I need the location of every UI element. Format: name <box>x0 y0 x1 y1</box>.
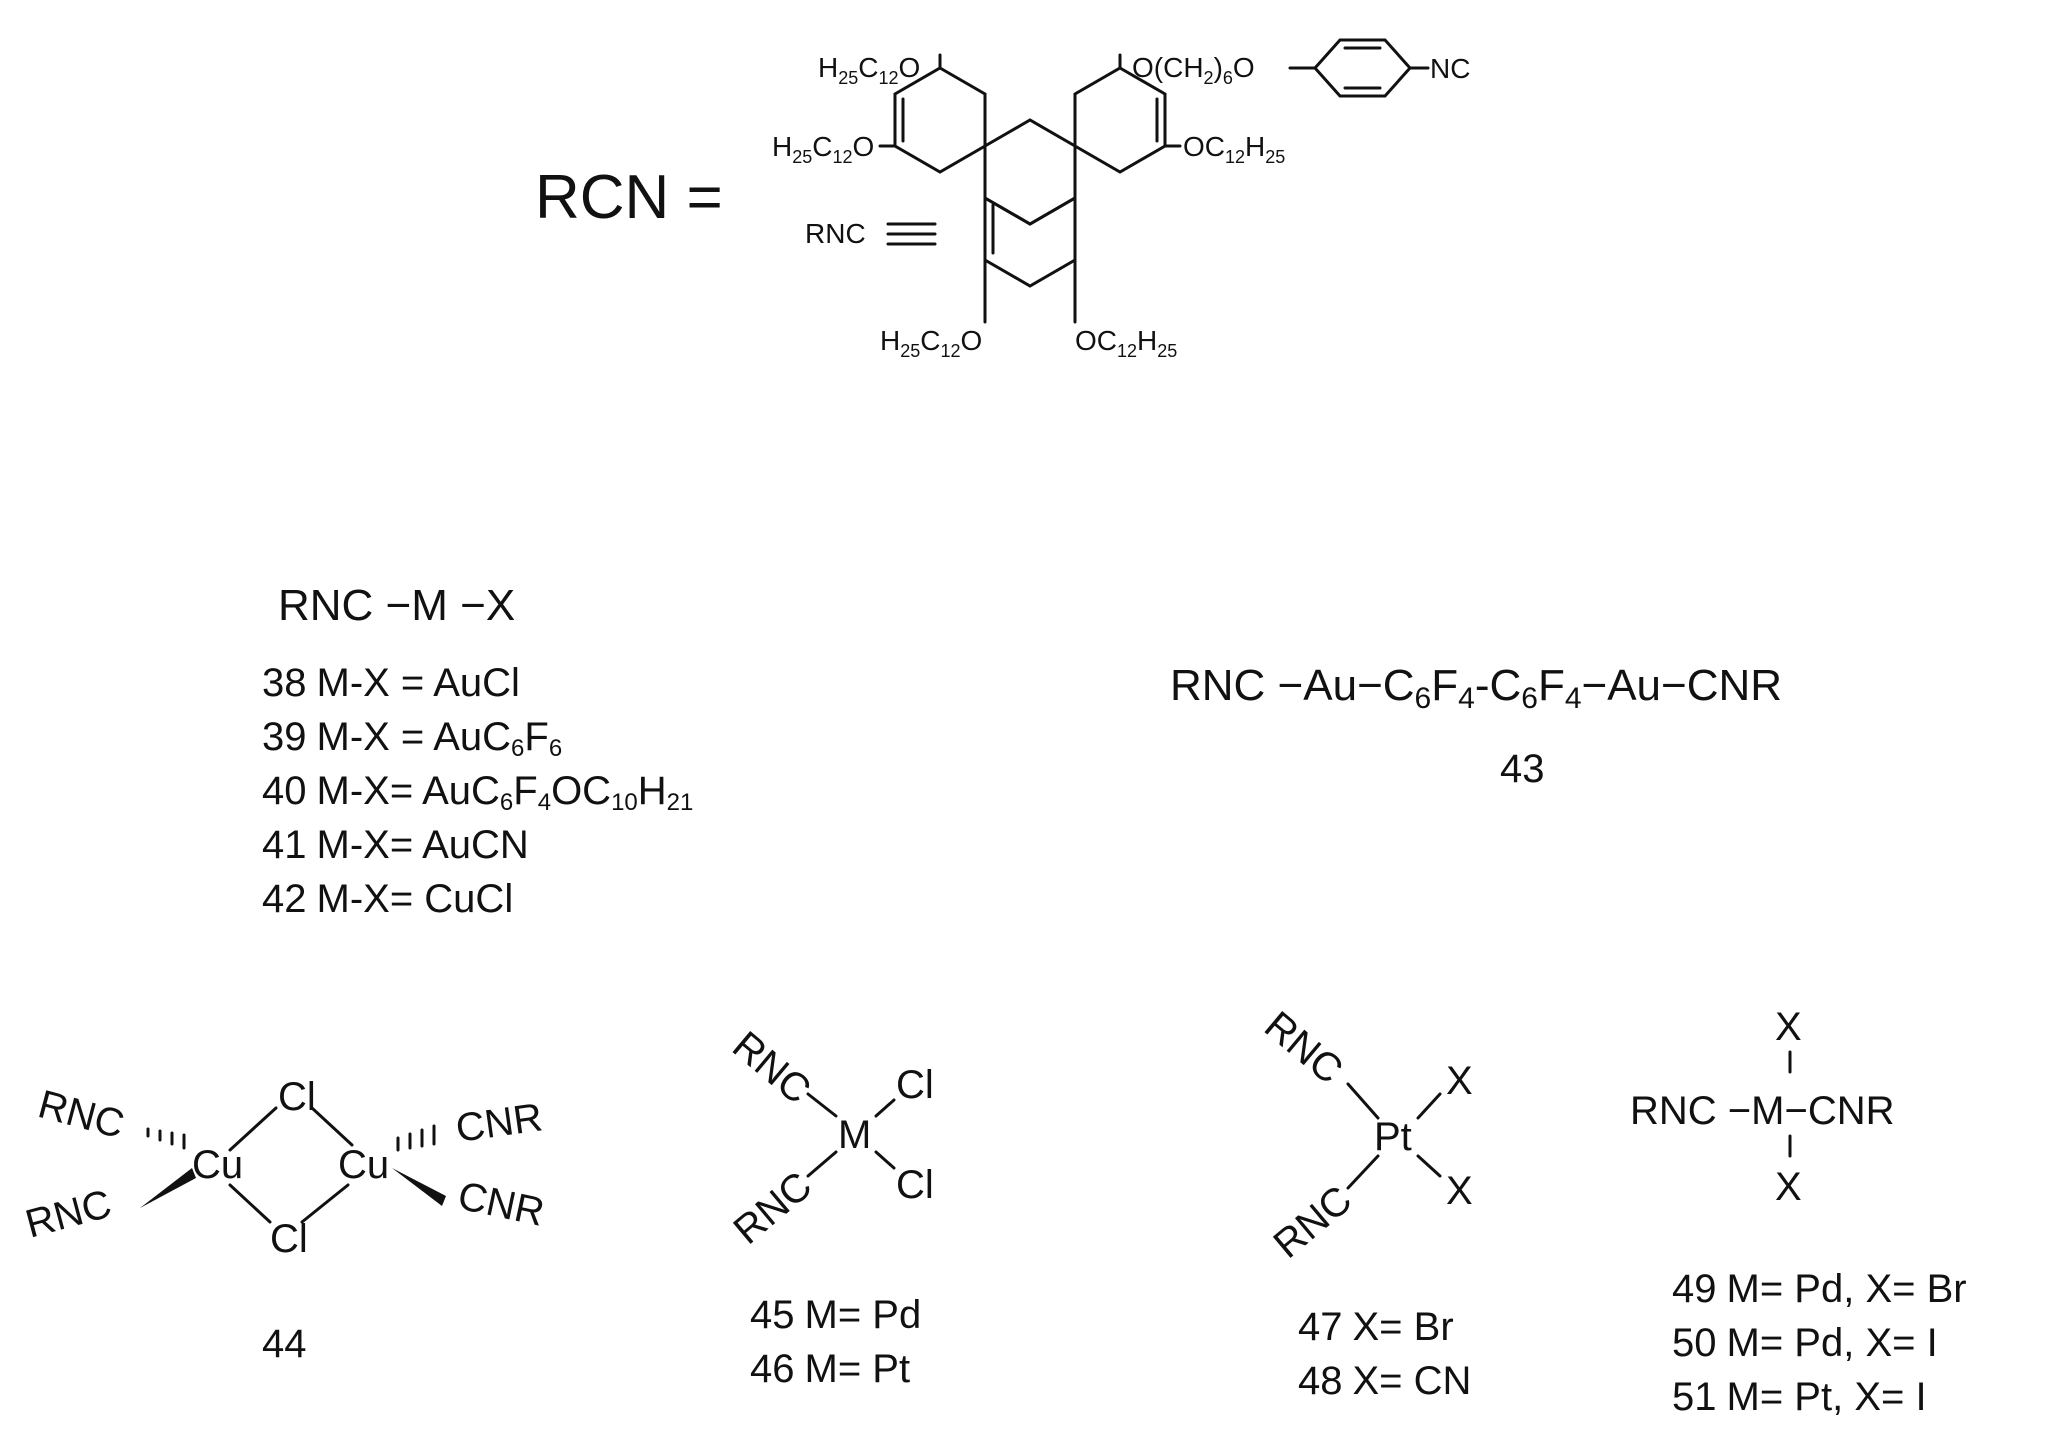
sub-oc12h25-1: OC12H25 <box>1183 131 1285 167</box>
cl-top-45: Cl <box>896 1063 934 1107</box>
hashed-bond-right <box>396 1124 436 1152</box>
metal-45: M <box>838 1113 871 1157</box>
bond-pt-rnc-top <box>1346 1082 1380 1120</box>
triple-equals-symbol <box>886 222 937 246</box>
cnr-top-44: CNR <box>453 1095 545 1151</box>
rnc-top-45: RNC <box>724 1023 819 1112</box>
cl-bottom-45: Cl <box>896 1163 934 1207</box>
bond-cu-cl-3 <box>228 1183 272 1224</box>
phenyl-ring <box>1312 38 1413 98</box>
ring-c <box>983 195 1077 288</box>
rnc-top-44: RNC <box>34 1082 129 1147</box>
bond-cu-cl-4 <box>300 1183 350 1224</box>
x-bottom-47: X <box>1446 1169 1473 1213</box>
rcn-definition: RCN = H25C12O H25C12O <box>535 38 1470 361</box>
formula-49: RNC −M−CNR <box>1630 1089 1894 1133</box>
ring-a <box>893 66 987 174</box>
compound-44: RNC RNC Cu Cu Cl Cl CNR CNR 44 <box>21 1075 548 1366</box>
x-top-49: X <box>1775 1005 1802 1049</box>
x-top-47: X <box>1446 1059 1473 1103</box>
cl-bottom-44: Cl <box>270 1217 308 1261</box>
bond-cu-cl-1 <box>228 1106 278 1152</box>
rnc-prefix: RNC <box>805 218 866 249</box>
bond-m-cl-top <box>874 1098 896 1118</box>
wedge-bond-right <box>392 1168 446 1206</box>
rnc-bottom-44: RNC <box>21 1182 116 1247</box>
bond-pt-x-bottom <box>1416 1154 1442 1178</box>
bond-pt-x-top <box>1416 1092 1442 1120</box>
bond-m-rnc-top <box>806 1092 838 1118</box>
cl-top-44: Cl <box>278 1075 316 1119</box>
ring-b <box>1073 66 1167 174</box>
cnr-bottom-44: CNR <box>454 1174 548 1235</box>
hashed-bond-left <box>146 1127 186 1150</box>
sub-oc12h25-2: OC12H25 <box>1075 325 1177 361</box>
bond-m-rnc-bottom <box>806 1150 838 1178</box>
metal-47: Pt <box>1374 1115 1412 1159</box>
formula-43: RNC −Au−C6F4-C6F4−Au−CNR <box>1170 661 1782 715</box>
ring-center <box>983 118 1077 226</box>
rcn-label: RCN = <box>535 163 723 232</box>
sub-h25c12o-1: H25C12O <box>818 52 920 88</box>
wedge-bond-left <box>140 1168 196 1208</box>
sub-o-ch2-6-o: O(CH2)6O <box>1132 52 1255 88</box>
sub-h25c12o-3: H25C12O <box>880 325 982 361</box>
cu-left: Cu <box>192 1143 243 1187</box>
number-43: 43 <box>1500 747 1545 791</box>
rnc-top-47: RNC <box>1256 1003 1351 1092</box>
bond-m-cl-bottom <box>874 1150 896 1170</box>
formula-rnc-m-x: RNC −M −X <box>278 581 515 630</box>
rnc-bottom-47: RNC <box>1266 1177 1361 1266</box>
bond-pt-rnc-bottom <box>1346 1154 1380 1190</box>
triphenylene-core <box>893 66 1167 288</box>
bond-cu-cl-2 <box>310 1106 354 1147</box>
sub-nc: NC <box>1430 53 1470 84</box>
rnc-bottom-45: RNC <box>726 1163 821 1252</box>
x-bottom-49: X <box>1775 1165 1802 1209</box>
number-44: 44 <box>262 1322 307 1366</box>
sub-h25c12o-2: H25C12O <box>772 131 874 167</box>
compound-43: RNC −Au−C6F4-C6F4−Au−CNR 43 <box>1170 661 1782 791</box>
cu-right: Cu <box>338 1143 389 1187</box>
